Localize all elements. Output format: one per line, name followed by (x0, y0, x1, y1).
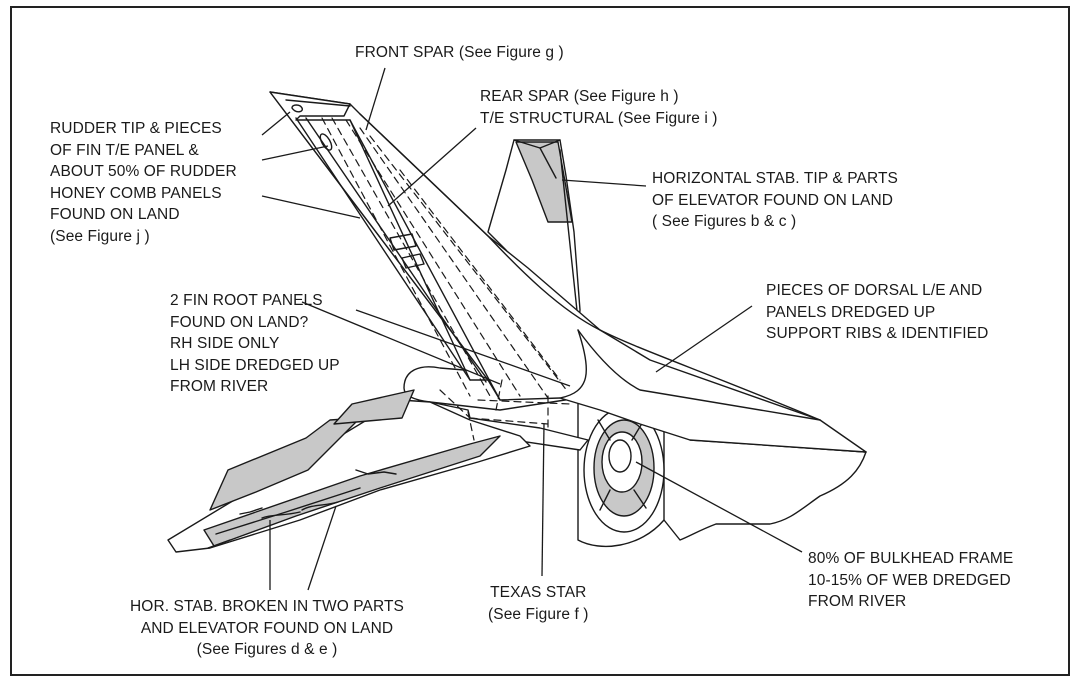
vertical-fin (269, 91, 867, 453)
left-horizontal-stabilizer (167, 389, 531, 553)
leader-bulkhead (635, 461, 803, 553)
callout-front-spar: FRONT SPAR (See Figure g ) (355, 44, 564, 61)
callout-rear-spar: REAR SPAR (See Figure h ) T/E STRUCTURAL… (480, 88, 718, 127)
callout-horizontal-stab-tip: HORIZONTAL STAB. TIP & PARTS OF ELEVATOR… (652, 170, 898, 230)
callout-hor-stab-broken: HOR. STAB. BROKEN IN TWO PARTS AND ELEVA… (130, 598, 404, 658)
leader-fin-root-2 (355, 309, 571, 387)
callout-texas-star: TEXAS STAR (See Figure f ) (488, 584, 589, 623)
leader-rudder-tip-1 (261, 111, 291, 136)
leader-front-spar (365, 67, 386, 131)
callout-fin-root-panels: 2 FIN ROOT PANELS FOUND ON LAND? RH SIDE… (170, 292, 340, 395)
leader-lines (261, 67, 803, 591)
leader-dorsal (655, 305, 753, 373)
leader-rudder-tip-3 (261, 195, 361, 219)
callout-bulkhead: 80% OF BULKHEAD FRAME 10-15% OF WEB DRED… (808, 550, 1014, 610)
right-horizontal-stabilizer (487, 139, 581, 331)
exhaust-rings (583, 407, 665, 533)
leader-texas-star (541, 423, 545, 577)
callout-dorsal: PIECES OF DORSAL L/E AND PANELS DREDGED … (766, 282, 989, 342)
leader-hstab-tip (561, 179, 647, 187)
leader-rear-spar (387, 127, 477, 207)
callout-rudder-tip: RUDDER TIP & PIECES OF FIN T/E PANEL & A… (50, 120, 237, 245)
leader-hor-stab-2 (307, 505, 337, 591)
leader-fin-root-1 (301, 301, 501, 385)
leader-rudder-tip-2 (261, 145, 329, 161)
